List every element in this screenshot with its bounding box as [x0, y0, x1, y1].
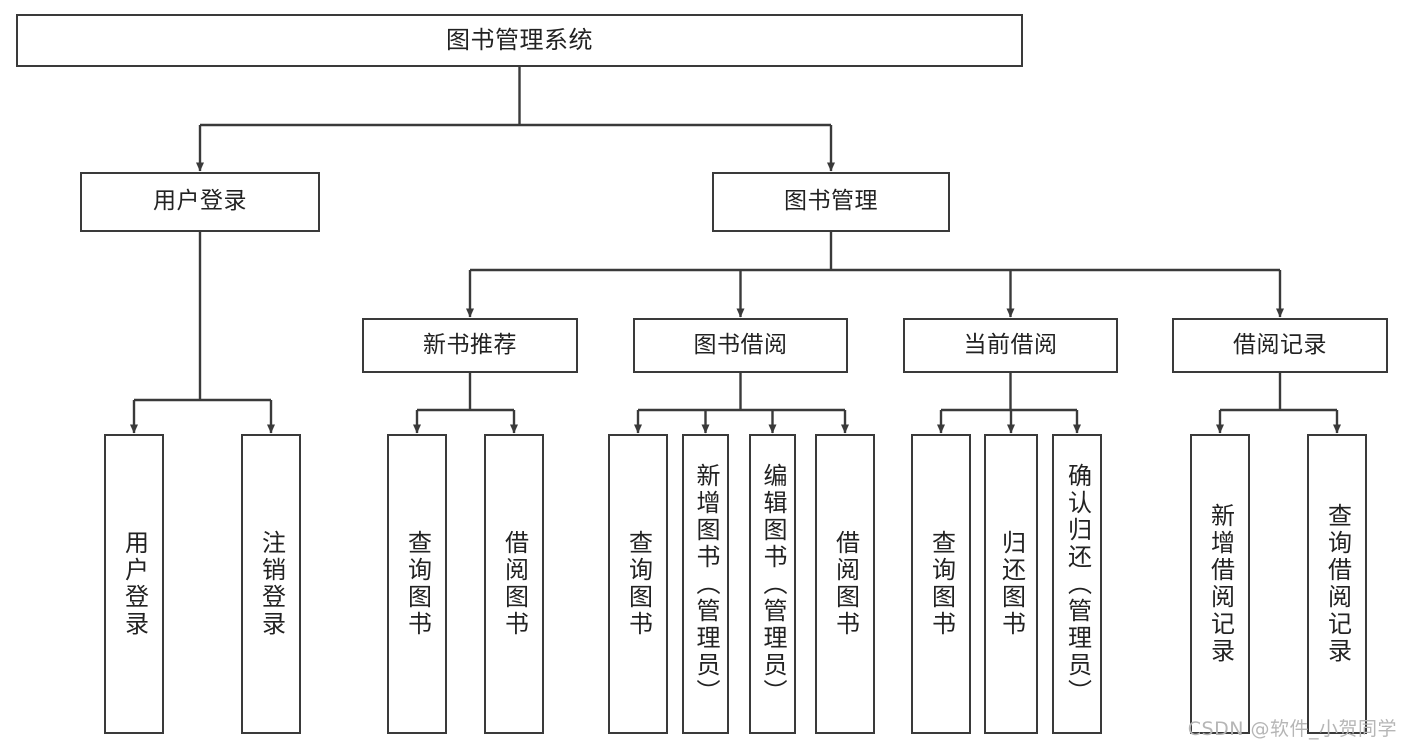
node-label: 新增图书（管理员）	[691, 462, 720, 706]
node-login[interactable]: 用户登录	[80, 172, 320, 232]
node-bookmgr[interactable]: 图书管理	[712, 172, 950, 232]
node-l4[interactable]: 借阅图书	[484, 434, 544, 734]
node-l12[interactable]: 新增借阅记录	[1190, 434, 1250, 734]
node-borrow[interactable]: 图书借阅	[633, 318, 848, 373]
node-l8[interactable]: 借阅图书	[815, 434, 875, 734]
node-l9[interactable]: 查询图书	[911, 434, 971, 734]
node-label: 图书借阅	[693, 331, 788, 358]
node-label: 用户登录	[153, 188, 247, 215]
node-label: 当前借阅	[963, 331, 1058, 358]
node-l1[interactable]: 用户登录	[104, 434, 164, 734]
node-l3[interactable]: 查询图书	[387, 434, 447, 734]
node-label: 用户登录	[120, 530, 149, 638]
node-l10[interactable]: 归还图书	[984, 434, 1038, 734]
node-label: 查询图书	[927, 530, 956, 638]
node-l6[interactable]: 新增图书（管理员）	[682, 434, 729, 734]
node-label: 图书管理系统	[446, 26, 593, 55]
node-current[interactable]: 当前借阅	[903, 318, 1118, 373]
watermark-text: CSDN @软件_小贺同学	[1187, 718, 1397, 740]
node-label: 新增借阅记录	[1206, 503, 1235, 665]
node-label: 归还图书	[997, 530, 1026, 638]
node-label: 新书推荐	[423, 331, 517, 358]
node-label: 查询借阅记录	[1323, 503, 1352, 665]
node-label: 借阅记录	[1233, 331, 1327, 358]
node-l2[interactable]: 注销登录	[241, 434, 301, 734]
node-label: 图书管理	[784, 188, 878, 215]
node-label: 借阅图书	[831, 530, 860, 638]
node-l7[interactable]: 编辑图书（管理员）	[749, 434, 796, 734]
node-records[interactable]: 借阅记录	[1172, 318, 1388, 373]
node-label: 注销登录	[257, 530, 286, 638]
node-newrec[interactable]: 新书推荐	[362, 318, 578, 373]
node-l11[interactable]: 确认归还（管理员）	[1052, 434, 1102, 734]
node-l5[interactable]: 查询图书	[608, 434, 668, 734]
node-label: 编辑图书（管理员）	[758, 462, 787, 706]
node-label: 借阅图书	[500, 530, 529, 638]
node-label: 查询图书	[624, 530, 653, 638]
node-label: 查询图书	[403, 530, 432, 638]
node-label: 确认归还（管理员）	[1063, 462, 1092, 706]
node-l13[interactable]: 查询借阅记录	[1307, 434, 1367, 734]
node-root[interactable]: 图书管理系统	[16, 14, 1023, 67]
